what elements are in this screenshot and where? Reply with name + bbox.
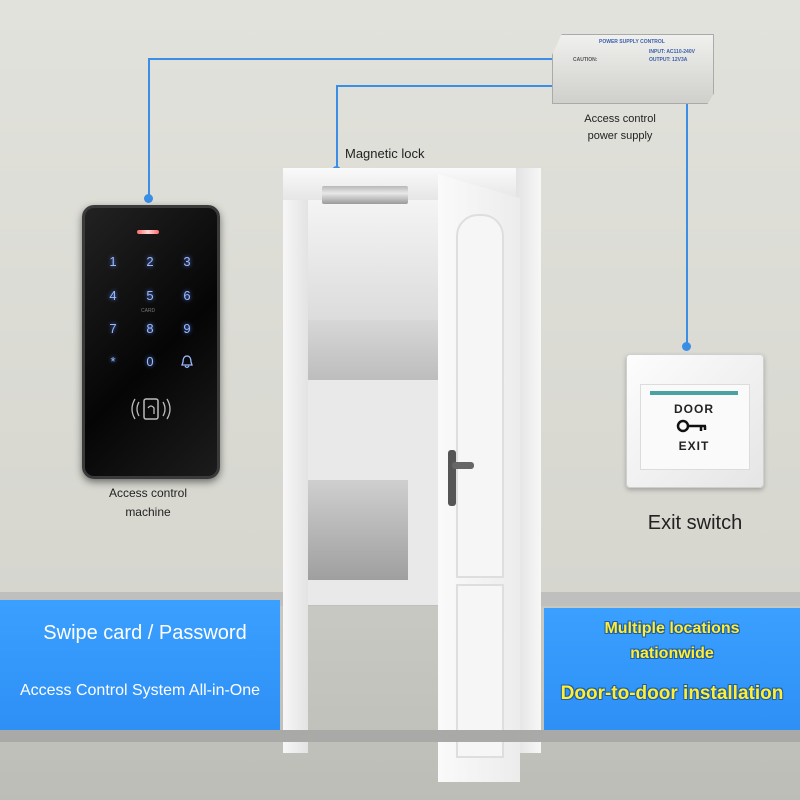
wire-lock-drop: [336, 85, 338, 170]
interior-wall: [308, 200, 440, 320]
power-supply-box: POWER SUPPLY CONTROL CAUTION: INPUT: AC1…: [552, 34, 714, 104]
magnetic-lock: [322, 186, 408, 204]
key-8[interactable]: 8: [146, 321, 154, 336]
wire-keypad-drop: [148, 58, 150, 198]
banner-left: [0, 600, 280, 730]
exit-button-indicator: [650, 391, 738, 395]
key-icon: [676, 419, 707, 433]
door-frame-left: [283, 168, 308, 753]
door-handle[interactable]: [448, 450, 456, 506]
psu-output: OUTPUT: 12V3A: [649, 57, 688, 63]
lower-baseboard: [0, 730, 800, 742]
banner-right: [544, 608, 800, 730]
exit-switch-label: Exit switch: [647, 512, 743, 534]
wire-lock-top: [336, 85, 552, 87]
banner-right-line1: Multiple locations: [604, 620, 740, 637]
exit-button-exit-text: EXIT: [678, 439, 710, 453]
key-6[interactable]: 6: [183, 288, 191, 303]
keypad-label-line1: Access control: [108, 486, 188, 500]
wire-exit-connector: [682, 342, 691, 351]
key-3[interactable]: 3: [183, 254, 191, 269]
magnetic-lock-label: Magnetic lock: [345, 146, 425, 161]
banner-right-line2: nationwide: [630, 645, 714, 662]
psu-heading: POWER SUPPLY CONTROL: [599, 39, 665, 45]
key-1[interactable]: 1: [109, 254, 117, 269]
door-handle-lever[interactable]: [452, 462, 474, 469]
banner-left-subtitle: Access Control System All-in-One: [19, 682, 261, 699]
banner-left-title: Swipe card / Password: [43, 622, 247, 644]
psu-input: INPUT: AC110-240V: [649, 49, 695, 55]
key-0[interactable]: 0: [146, 354, 154, 369]
keypad-card-text: CARD: [141, 308, 156, 314]
exit-button-door-text: DOOR: [674, 402, 714, 416]
psu-caution: CAUTION:: [573, 57, 598, 63]
card-reader-icon: [131, 398, 171, 420]
bell-icon[interactable]: [179, 354, 195, 370]
power-supply-label-line1: Access control: [584, 113, 656, 125]
interior-table: [308, 480, 408, 580]
power-supply-label-line2: power supply: [587, 130, 653, 142]
banner-right-line3: Door-to-door installation: [560, 683, 784, 704]
wire-exit-drop: [686, 100, 688, 346]
key-5[interactable]: 5: [146, 288, 154, 303]
keypad-label-line2: machine: [125, 505, 171, 519]
key-star[interactable]: *: [110, 354, 116, 369]
power-supply-label: Access control power supply: [560, 111, 680, 145]
key-7[interactable]: 7: [109, 321, 117, 336]
wire-keypad-connector: [144, 194, 153, 203]
key-4[interactable]: 4: [109, 288, 117, 303]
interior-sofa: [308, 320, 440, 380]
door-lower-panel: [456, 584, 504, 758]
keypad-label: Access control machine: [88, 484, 208, 522]
keypad-sensor: [137, 230, 159, 234]
key-2[interactable]: 2: [146, 254, 154, 269]
door-upper-panel: [456, 214, 504, 578]
wire-keypad-top: [148, 58, 554, 60]
door-frame-right: [516, 168, 541, 753]
key-9[interactable]: 9: [183, 321, 191, 336]
access-control-keypad: 1 2 3 4 5 6 CARD 7 8 9 * 0: [82, 205, 220, 479]
